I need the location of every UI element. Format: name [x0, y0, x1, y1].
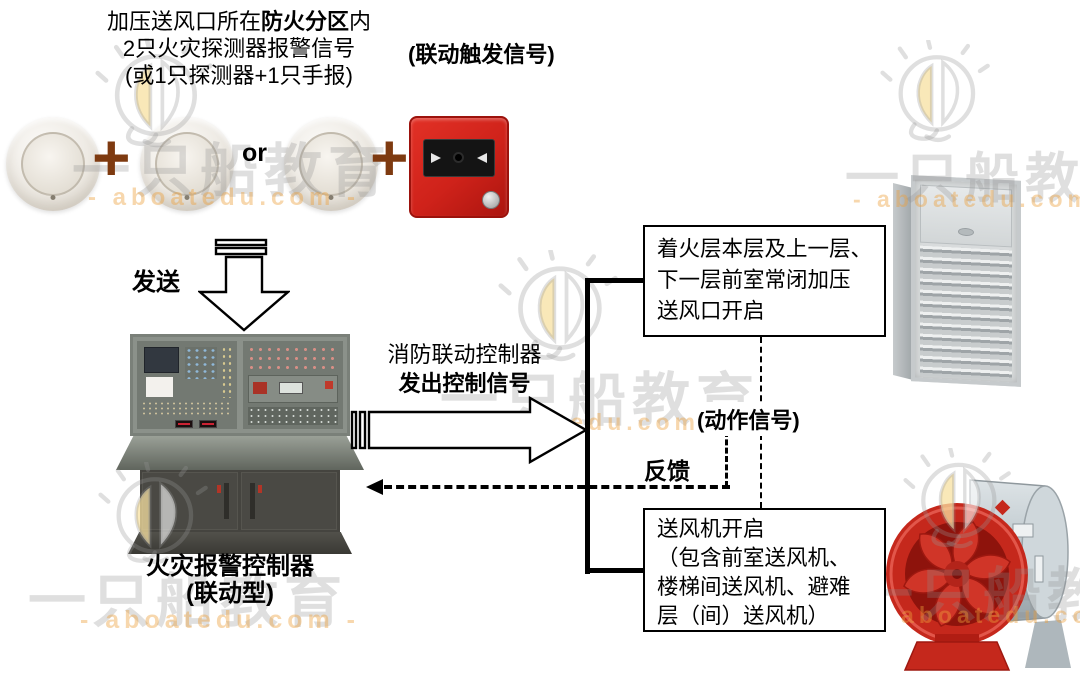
- controller-caption-line2: (联动型): [186, 580, 274, 607]
- action-signal-label: (动作信号): [694, 402, 803, 436]
- vent-access-panel: [920, 184, 1012, 248]
- fan-start-line1: 送风机开启: [657, 517, 765, 541]
- controller-caption: 火灾报警控制器 (联动型): [108, 553, 352, 607]
- call-point-button: [453, 152, 465, 164]
- trigger-condition-line2: 2只火灾探测器报警信号: [122, 36, 356, 61]
- console-base: [128, 532, 352, 554]
- call-point-glass-panel: [422, 138, 496, 177]
- fan-start-line4: 层（间）送风机）: [657, 604, 830, 628]
- smoke-detector-photo-1: [6, 117, 100, 211]
- console-indicator-lamps: [221, 346, 234, 398]
- console-alarm-lamps: [247, 345, 339, 371]
- cabinet-door-right: [241, 472, 337, 530]
- controller-caption-line1: 火灾报警控制器: [146, 553, 314, 580]
- module-display: [279, 382, 303, 394]
- vent-handle: [958, 227, 974, 237]
- vent-front-face: [911, 175, 1021, 387]
- console-lamp-grid: [141, 401, 233, 417]
- or-label: or: [242, 139, 267, 167]
- door-lock: [217, 485, 221, 493]
- linkage-trigger-signal-label: (联动触发信号): [408, 42, 555, 67]
- block-right-arrow-icon: [350, 395, 589, 465]
- module-red-led: [325, 381, 333, 389]
- feedback-dashed-line-horizontal: [384, 485, 730, 489]
- feedback-arrowhead-icon: [366, 479, 383, 495]
- supply-fan-photo: [886, 479, 1071, 671]
- control-signal-line2: 发出控制信号: [398, 371, 531, 396]
- trigger-condition-line1: 加压送风口所在防火分区内: [106, 9, 372, 34]
- module-red-unit: [253, 382, 267, 394]
- vent-open-line2: 下一层前室常闭加压: [657, 268, 851, 292]
- console-module: [248, 375, 338, 403]
- smoke-detector-photo-3: [284, 117, 378, 211]
- cabinet-door-left: [142, 472, 238, 530]
- ccc-badge-icon: [482, 191, 501, 210]
- console-paper-note: [146, 377, 173, 397]
- console-lower-strip: [248, 407, 338, 425]
- manual-call-point-photo: [409, 116, 509, 218]
- smoke-detector-photo-2: [140, 117, 234, 211]
- control-signal-text: 消防联动控制器 发出控制信号: [372, 340, 557, 398]
- fan-start-box: 送风机开启 （包含前室送风机、 楼梯间送风机、避难 层（间）送风机）: [643, 508, 886, 632]
- fan-feet: [903, 634, 1011, 671]
- feedback-dashed-line-vertical: [725, 431, 728, 487]
- plus-sign-1: +: [92, 120, 131, 194]
- vent-open-line1: 着火层本层及上一层、: [657, 237, 873, 261]
- vent-louvers: [920, 245, 1012, 381]
- branch-line-top: [585, 278, 645, 283]
- plus-sign-2: +: [370, 120, 409, 194]
- console-keypad: [185, 347, 217, 379]
- trigger-condition-text: 加压送风口所在防火分区内 2只火灾探测器报警信号 (或1只探测器+1只手报): [84, 8, 394, 89]
- branch-line-bottom: [585, 568, 643, 573]
- pressurized-air-vent-photo: [893, 175, 1023, 390]
- console-digit-display-2: [199, 420, 217, 428]
- door-lock: [258, 485, 262, 493]
- control-signal-line1: 消防联动控制器: [387, 342, 542, 367]
- trigger-condition-line3: (或1只探测器+1只手报): [125, 63, 353, 88]
- branch-line-vertical: [585, 278, 590, 574]
- door-handle-slot: [224, 483, 229, 519]
- feedback-label: 反馈: [644, 458, 690, 484]
- fan-impeller: [886, 503, 1028, 645]
- console-cabinet: [140, 470, 340, 532]
- console-display-screen: [144, 347, 179, 373]
- vent-open-box: 着火层本层及上一层、 下一层前室常闭加压 送风口开启: [643, 225, 886, 337]
- console-digit-display-1: [175, 420, 193, 428]
- fire-alarm-control-panel-photo: [116, 332, 364, 556]
- console-right-panel: [243, 341, 343, 429]
- vent-open-line3: 送风口开启: [657, 299, 765, 323]
- console-desk: [116, 436, 364, 470]
- fan-start-line3: 楼梯间送风机、避难: [657, 575, 851, 599]
- door-handle-slot: [250, 483, 255, 519]
- lightbulb-boat-logo-icon: [880, 40, 990, 143]
- console-head: [130, 334, 350, 436]
- watermark-domain-text: - aboatedu.com -: [80, 606, 361, 634]
- arrow-left-icon: [477, 152, 488, 163]
- console-left-panel: [137, 341, 237, 429]
- fan-start-line2: （包含前室送风机、: [657, 546, 851, 570]
- block-down-arrow-icon: [198, 238, 290, 332]
- send-label: 发送: [132, 269, 180, 296]
- arrow-right-icon: [430, 152, 441, 163]
